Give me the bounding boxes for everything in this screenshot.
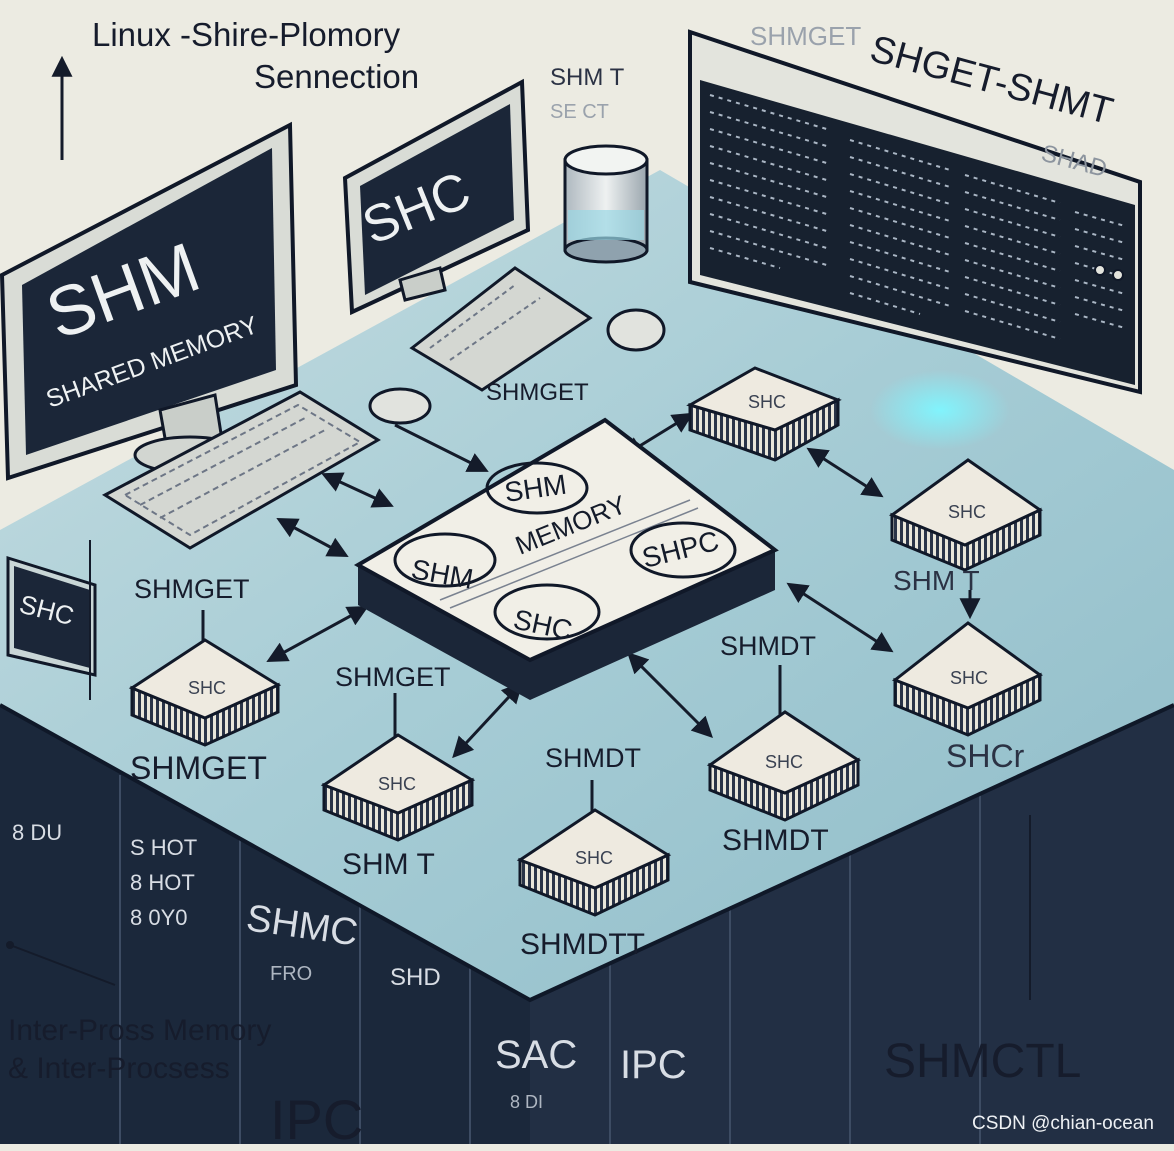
chip-text: SHC — [950, 668, 988, 688]
side-code-4: 8 0Y0 — [130, 905, 188, 930]
side-sac: SAC — [495, 1033, 577, 1077]
label-shmdtt: SHMDTT — [520, 928, 645, 961]
side-code-1: 8 DU — [12, 820, 62, 845]
cyan-glow — [870, 370, 1010, 450]
platform-side-dividers — [119, 775, 981, 1144]
chip-right-lower — [891, 621, 1043, 737]
watermark: CSDN @chian-ocean — [972, 1113, 1154, 1134]
chip-bottom-center — [516, 808, 672, 917]
label-shm-t-right: SHM T — [893, 565, 980, 596]
faded-label-1: SHM T — [550, 64, 625, 91]
side-mid-code: SHD — [390, 964, 441, 991]
chip-text: SHC — [748, 392, 786, 412]
label-shmget-left: SHMGET — [134, 574, 250, 604]
label-shmget-top: SHMGET — [486, 379, 589, 406]
terminal-title-faded: SHMGET — [750, 21, 861, 51]
platform-left-side — [0, 705, 530, 1144]
chip-text: SHC — [378, 774, 416, 794]
chip-center-left — [320, 733, 476, 842]
central-memory-block — [353, 417, 779, 700]
chip-text: SHC — [765, 752, 803, 772]
label-shmget-center: SHMGET — [335, 662, 451, 692]
flow-arrows — [192, 412, 981, 855]
label-shmdt-upper: SHMDT — [720, 631, 816, 661]
title-line-1: Linux -Shire-Plomory — [92, 16, 401, 53]
chip-center-right — [706, 710, 862, 822]
platform-right-side — [530, 705, 1174, 1144]
database-cylinder — [563, 144, 649, 264]
label-shmdt-lower: SHMDT — [722, 824, 829, 857]
side-code-2: S HOT — [130, 835, 197, 860]
footer-shmctl: SHMCTL — [884, 1035, 1082, 1088]
center-monitor — [342, 78, 666, 392]
chip-text: SHC — [188, 678, 226, 698]
central-block-badges — [393, 461, 737, 641]
chip-left — [128, 638, 282, 747]
chip-text: SHC — [948, 502, 986, 522]
side-ipc-small: IPC — [620, 1043, 687, 1087]
footer-line-1: Inter-Pross Memory — [8, 1014, 272, 1047]
footer-ipc: IPC — [270, 1088, 364, 1151]
terminal-window — [688, 29, 1142, 395]
chip-text: SHC — [575, 848, 613, 868]
footer-leader-line — [9, 944, 116, 986]
label-shmdt-mid: SHMDT — [545, 743, 641, 773]
side-shmc-sub: FRO — [270, 963, 312, 985]
terminal-text-lines — [709, 94, 1126, 340]
chip-right-upper — [888, 458, 1043, 572]
label-shmget-bottom-left: SHMGET — [130, 750, 267, 786]
label-shcr: SHCr — [946, 738, 1025, 774]
side-sac-sub: 8 DI — [510, 1092, 543, 1112]
left-keyboard — [101, 387, 432, 550]
footer-line-2: & Inter-Procsess — [8, 1052, 230, 1085]
chip-top-right — [686, 366, 842, 462]
title-line-2: Sennection — [254, 58, 420, 95]
label-shm-t-center: SHM T — [342, 848, 435, 881]
side-code-3: 8 HOT — [130, 870, 195, 895]
faded-label-2: SE CT — [550, 101, 609, 123]
small-screen — [6, 555, 97, 677]
